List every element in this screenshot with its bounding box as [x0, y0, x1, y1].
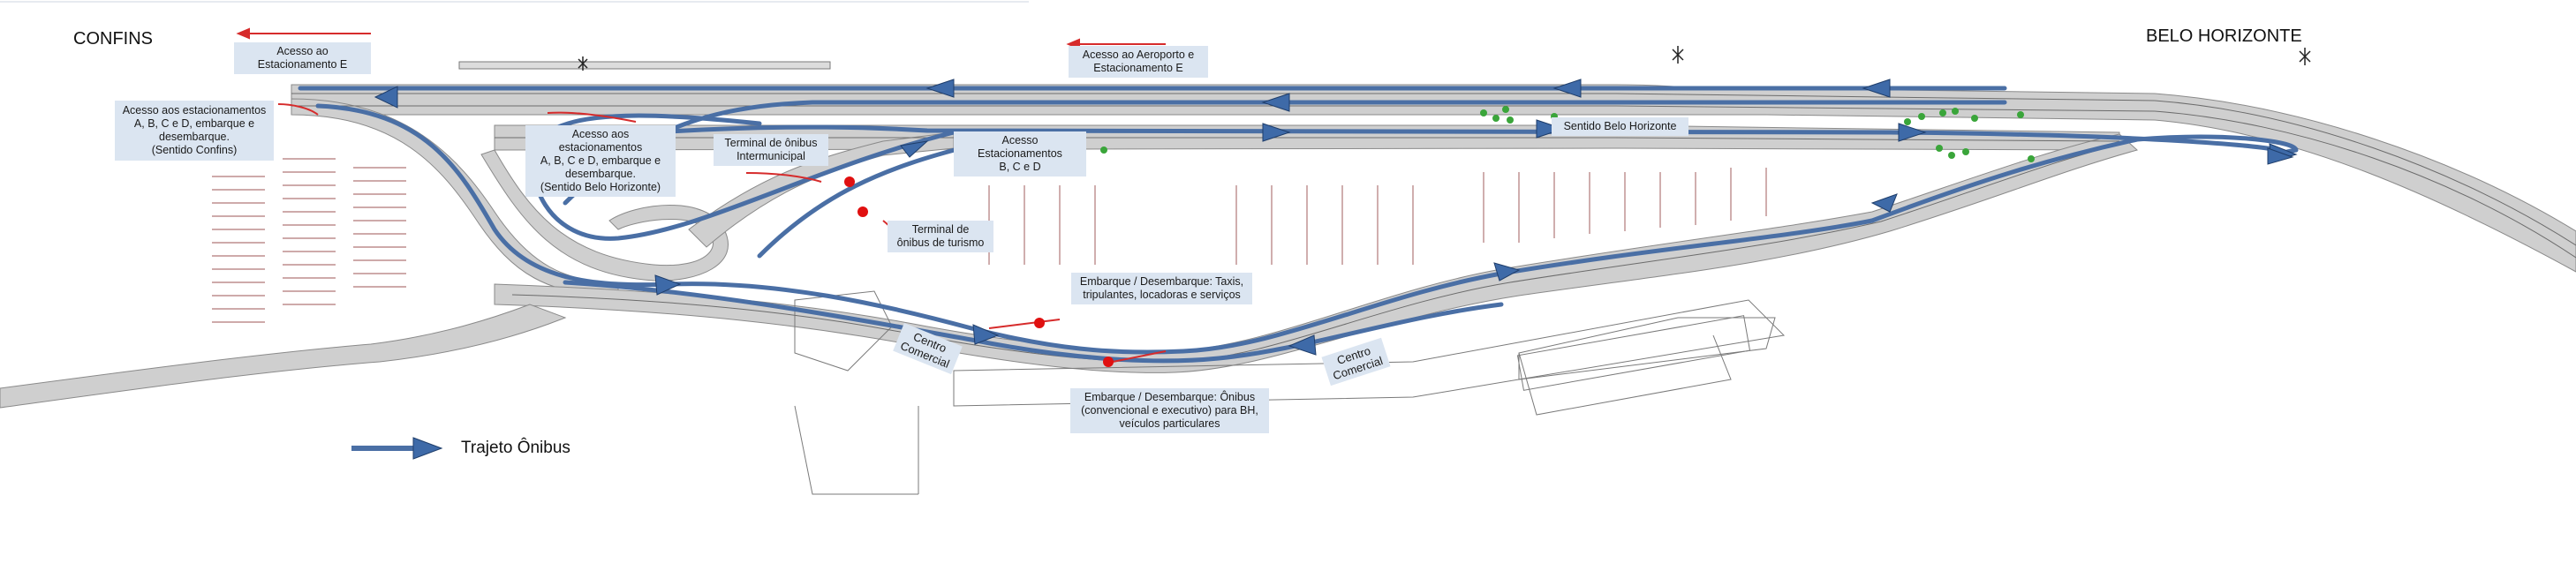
arrow-loop-1 — [374, 86, 398, 109]
arrow-east-2 — [1536, 119, 1565, 139]
terminal-buildings — [458, 61, 1786, 495]
arrow-loop-3 — [972, 324, 1000, 345]
route-lower — [563, 280, 1504, 364]
label-terminal-intermunicipal: Terminal de ônibus Intermunicipal — [714, 134, 828, 166]
tree-icons — [1100, 106, 2035, 162]
label-embarque-taxis: Embarque / Desembarque: Taxis, tripulant… — [1071, 273, 1252, 304]
route-right-eastbound — [1870, 134, 2299, 223]
legend-label: Trajeto Ônibus — [461, 439, 570, 457]
arrow-right-1 — [1870, 193, 1898, 213]
arrow-loop-2 — [654, 274, 682, 296]
label-sentido-bh-acessos: Acesso aos estacionamentos A, B, C e D, … — [525, 125, 676, 197]
arrow-west-4 — [1862, 79, 1891, 98]
label-aeroporto-e: Acesso ao Aeroporto e Estacionamento E — [1069, 46, 1208, 78]
parking-left — [212, 158, 406, 323]
label-sentido-bh: Sentido Belo Horizonte — [1552, 117, 1688, 136]
arrow-right-2 — [2267, 147, 2294, 165]
arrow-west-1 — [925, 79, 955, 98]
route-center-ramp — [757, 143, 974, 259]
city-confins: CONFINS — [73, 29, 153, 49]
bus-route-arrows — [374, 79, 2298, 356]
highway-bottom-left — [0, 304, 567, 409]
route-inner-loop — [531, 113, 956, 241]
label-sentido-confins: Acesso aos estacionamentos A, B, C e D, … — [115, 101, 274, 161]
legend-swatch — [351, 437, 443, 460]
left-loop-ramp — [480, 149, 729, 281]
label-estacionamento-e: Acesso ao Estacionamento E — [234, 42, 371, 74]
arrow-lower-1 — [1288, 334, 1317, 356]
arrow-west-3 — [1552, 79, 1582, 98]
label-embarque-onibus: Embarque / Desembarque: Ônibus (convenci… — [1070, 388, 1269, 433]
north-arrow-icon — [578, 46, 2311, 71]
label-terminal-turismo: Terminal de ônibus de turismo — [888, 221, 993, 252]
arrow-loop-4 — [1493, 262, 1521, 281]
lane-lines — [291, 93, 2576, 363]
bus-stop-markers — [844, 176, 1114, 367]
label-acesso-bcd: Acesso Estacionamentos B, C e D — [954, 131, 1086, 176]
arrow-east-3 — [1898, 123, 1927, 142]
arrow-inner-1 — [900, 140, 929, 158]
city-belo-horizonte: BELO HORIZONTE — [2146, 26, 2302, 46]
terminal-curve — [494, 133, 2139, 373]
arrow-west-2 — [1261, 93, 1290, 112]
arrow-east-1 — [1262, 123, 1291, 142]
